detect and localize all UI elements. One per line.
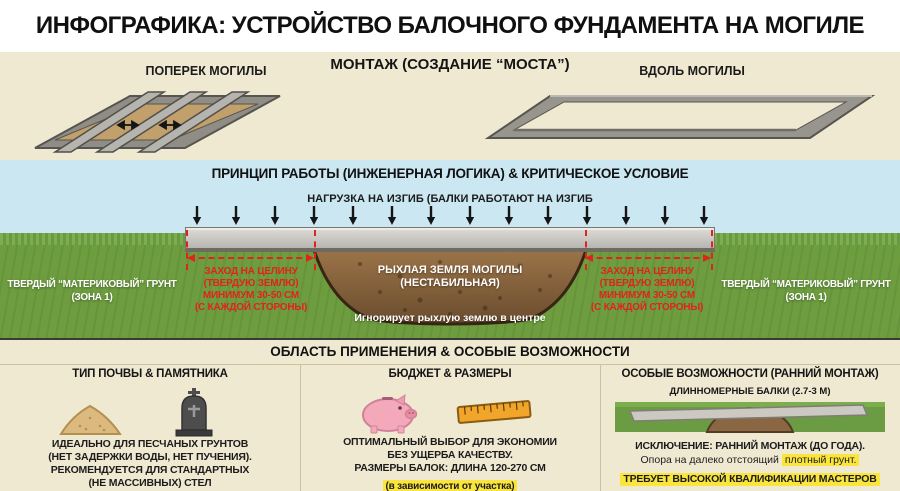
principle-title: ПРИНЦИП РАБОТЫ (ИНЖЕНЕРНАЯ ЛОГИКА) & КРИ… (211, 166, 689, 181)
principle-section: ПРИНЦИП РАБОТЫ (ИНЖЕНЕРНАЯ ЛОГИКА) & КРИ… (0, 160, 900, 338)
support-line-prefix: Опора на далеко отстоящий (640, 454, 782, 466)
hard-ground-label-right: ТВЕРДЫЙ “МАТЕРИКОВЫЙ” ГРУНТ (ЗОНА 1) (721, 279, 891, 303)
grave-pit-illustration (312, 250, 588, 326)
long-beam-label: ДЛИННОМЕРНЫЕ БАЛКИ (2.7-3 М) (669, 386, 831, 397)
measure-line-right-inner (585, 230, 587, 270)
loose-soil-label: РЫХЛАЯ ЗЕМЛЯ МОГИЛЫ (НЕСТАБИЛЬНАЯ) (377, 264, 523, 289)
measure-line-left-outer (186, 230, 188, 270)
support-line: Опора на далеко отстоящий плотный грунт. (602, 454, 898, 466)
application-section: ОБЛАСТЬ ПРИМЕНЕНИЯ & ОСОБЫЕ ВОЗМОЖНОСТИ … (0, 338, 900, 491)
cross-beam-icon (52, 91, 251, 153)
piggy-bank-icon (362, 393, 418, 434)
qualification-highlight: ТРЕБУЕТ ВЫСОКОЙ КВАЛИФИКАЦИИ МАСТЕРОВ (620, 473, 880, 486)
page-title: ИНФОГРАФИКА: УСТРОЙСТВО БАЛОЧНОГО ФУНДАМ… (35, 12, 865, 39)
along-grave-label: ВДОЛЬ МОГИЛЫ (639, 64, 745, 78)
down-arrow-icon (191, 205, 710, 227)
sky-background (0, 160, 900, 233)
montage-title: МОНТАЖ (СОЗДАНИЕ “МОСТА”) (330, 56, 570, 73)
overlap-note-left: ЗАХОД НА ЦЕЛИНУ (ТВЕРДУЮ ЗЕМЛЮ) МИНИМУМ … (194, 266, 308, 313)
soil-type-text: ИДЕАЛЬНО ДЛЯ ПЕСЧАНЫХ ГРУНТОВ (НЕТ ЗАДЕР… (48, 438, 252, 489)
arrowhead-right-icon (703, 254, 711, 262)
beams-across-illustration (34, 91, 281, 153)
budget-note: (в зависимости от участка) (305, 476, 595, 491)
application-title: ОБЛАСТЬ ПРИМЕНЕНИЯ & ОСОБЫЕ ВОЗМОЖНОСТИ (270, 344, 630, 359)
special-options-heading: ОСОБЫЕ ВОЗМОЖНОСТИ (РАННИЙ МОНТАЖ) (621, 368, 879, 380)
header: ИНФОГРАФИКА: УСТРОЙСТВО БАЛОЧНОГО ФУНДАМ… (0, 0, 900, 52)
divider-column-2 (600, 364, 601, 491)
overlap-note-right: ЗАХОД НА ЦЕЛИНУ (ТВЕРДУЮ ЗЕМЛЮ) МИНИМУМ … (590, 266, 704, 313)
arrowhead-right-icon (306, 254, 314, 262)
overlap-measure-left (187, 254, 314, 262)
across-grave-label: ПОПЕРЕК МОГИЛЫ (145, 64, 267, 78)
budget-note-highlight: (в зависимости от участка) (382, 480, 518, 491)
spacing-arrow-icon (116, 119, 182, 131)
budget-heading: БЮДЖЕТ & РАЗМЕРЫ (388, 368, 512, 380)
ruler-icon (456, 400, 532, 424)
divider-horizontal (0, 364, 900, 365)
bending-load-label: НАГРУЗКА НА ИЗГИБ (БАЛКИ РАБОТАЮТ НА ИЗГ… (307, 193, 593, 205)
arrowhead-left-icon (187, 254, 195, 262)
ignore-center-note: Игнорирует рыхлую землю в центре (354, 312, 546, 324)
beams-along-illustration (484, 95, 876, 139)
arrowhead-left-icon (585, 254, 593, 262)
montage-section: МОНТАЖ (СОЗДАНИЕ “МОСТА”) ПОПЕРЕК МОГИЛЫ… (0, 52, 900, 160)
qualification-line: ТРЕБУЕТ ВЫСОКОЙ КВАЛИФИКАЦИИ МАСТЕРОВ (602, 469, 898, 487)
hard-ground-label-left: ТВЕРДЫЙ “МАТЕРИКОВЫЙ” ГРУНТ (ЗОНА 1) (7, 279, 177, 303)
overlap-measure-right (585, 254, 711, 262)
exception-line: ИСКЛЮЧЕНИЕ: РАННИЙ МОНТАЖ (ДО ГОДА). (635, 440, 865, 452)
support-line-highlight: плотный грунт. (781, 454, 860, 466)
measure-line-right-outer (711, 230, 713, 270)
sand-pile-icon (59, 404, 122, 435)
tombstone-icon (175, 388, 213, 437)
divider-column-1 (300, 364, 301, 491)
concrete-beam (185, 227, 715, 252)
budget-text: ОПТИМАЛЬНЫЙ ВЫБОР ДЛЯ ЭКОНОМИИ БЕЗ УЩЕРБ… (343, 436, 557, 474)
long-beam-icon (615, 402, 885, 433)
measure-line-left-inner (314, 230, 316, 270)
soil-type-heading: ТИП ПОЧВЫ & ПАМЯТНИКА (72, 368, 228, 380)
